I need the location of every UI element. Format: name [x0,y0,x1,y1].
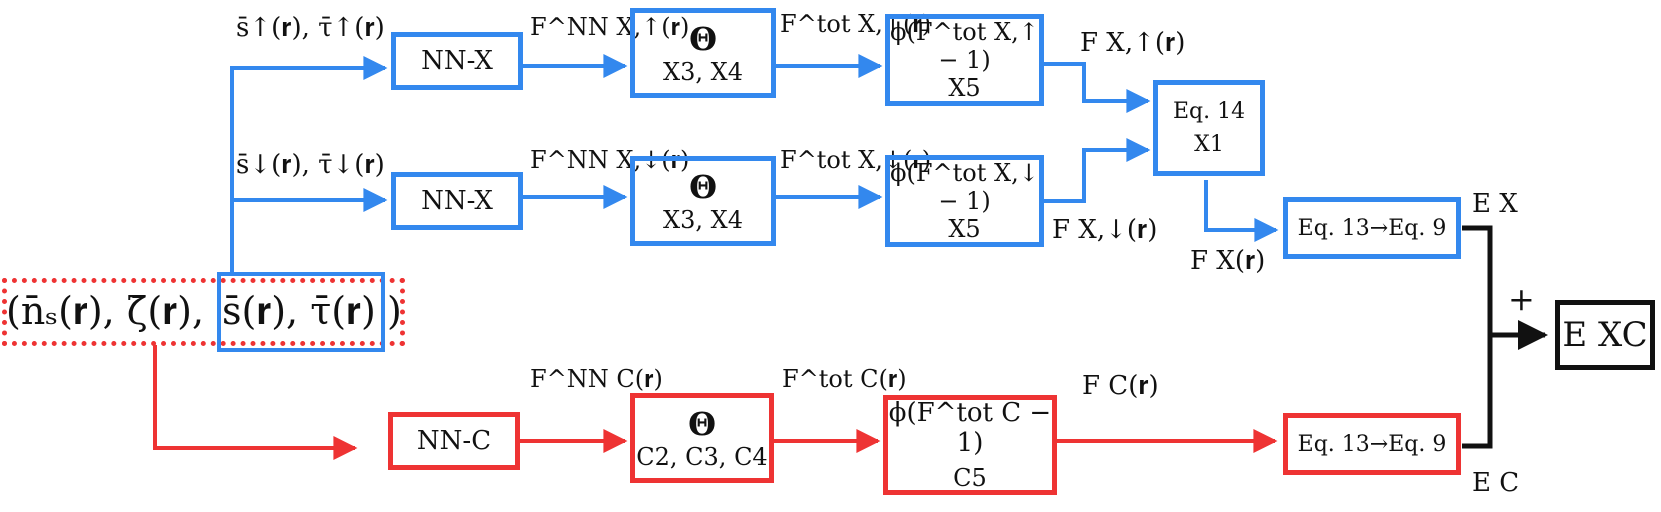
label-fx-down: F X,↓(𝐫) [1052,215,1158,245]
eq14-box: Eq. 14 X1 [1153,80,1265,176]
eq14-label: Eq. 14 [1172,99,1246,124]
theta-x-down-box: Θ X3, X4 [630,156,776,246]
input-tuple-right: s̄(𝐫), τ̄(𝐫) [222,289,376,333]
label-fnn-c: F^NN C(𝐫) [530,365,663,393]
nnx-down-label: NN-X [421,186,493,216]
combine-bracket [1462,225,1493,449]
theta-x-down-symbol: Θ [689,168,717,206]
theta-x-up-sub: X3, X4 [663,58,743,86]
nnx-up-box: NN-X [391,32,523,90]
label-fnn-x-up: F^NN X,↑(𝐫) [530,13,690,41]
phi-x-up-box: ϕ(F^tot X,↑ − 1) X5 [885,14,1044,106]
label-fx: F X(𝐫) [1190,246,1266,276]
eq13-c-label: Eq. 13→Eq. 9 [1297,431,1447,457]
phi-c-label: ϕ(F^tot C − 1) [888,398,1052,458]
eq13-c-box: Eq. 13→Eq. 9 [1283,413,1461,475]
red-trunk [153,345,358,460]
theta-c-sub: C2, C3, C4 [636,443,768,471]
input-dashed-box [2,278,405,346]
input-blue-box [217,272,385,352]
nnc-label: NN-C [416,426,492,456]
phi-x-up-label: ϕ(F^tot X,↑ − 1) [890,18,1039,74]
phi-c-sub: C5 [953,464,987,492]
label-plus: + [1508,280,1535,318]
eq13-x-label: Eq. 13→Eq. 9 [1297,215,1447,241]
arrow-phi-down-eq14 [1044,138,1151,203]
label-ftot-x-down: F^tot X,↓(𝐫) [780,146,932,174]
theta-x-down-sub: X3, X4 [663,206,743,234]
eq13-x-box: Eq. 13→Eq. 9 [1283,197,1461,259]
phi-x-down-box: ϕ(F^tot X,↓ − 1) X5 [885,155,1044,247]
input-tuple-close: ) [387,289,402,333]
theta-c-box: Θ C2, C3, C4 [630,393,774,483]
label-fx-up: F X,↑(𝐫) [1080,28,1186,58]
label-ec: E C [1472,468,1520,498]
phi-x-down-sub: X5 [948,215,981,243]
label-ftot-c: F^tot C(𝐫) [782,365,907,393]
exc-box: E XC [1555,300,1655,370]
theta-x-up-symbol: Θ [689,20,717,58]
theta-c-symbol: Θ [688,405,716,443]
arrow-phi-up-eq14 [1044,62,1151,113]
eq14-sub: X1 [1194,132,1224,157]
arrow-eq14-eq13x [1204,180,1279,242]
label-spin-up-inputs: s̄↑(𝐫), τ̄↑(𝐫) [236,13,385,43]
phi-x-up-sub: X5 [948,74,981,102]
theta-x-up-box: Θ X3, X4 [630,8,776,98]
nnx-down-box: NN-X [391,172,523,230]
nnx-up-label: NN-X [421,46,493,76]
exc-label: E XC [1562,315,1648,355]
phi-c-box: ϕ(F^tot C − 1) C5 [883,395,1057,495]
label-ex: E X [1472,189,1518,219]
blue-trunk [230,56,388,275]
phi-x-down-label: ϕ(F^tot X,↓ − 1) [890,159,1039,215]
nnc-box: NN-C [388,412,520,470]
label-fc: F C(𝐫) [1082,371,1159,401]
input-tuple-left: (n̄ₛ(𝐫), ζ̄(𝐫), [6,289,205,333]
label-spin-down-inputs: s̄↓(𝐫), τ̄↓(𝐫) [236,150,385,180]
